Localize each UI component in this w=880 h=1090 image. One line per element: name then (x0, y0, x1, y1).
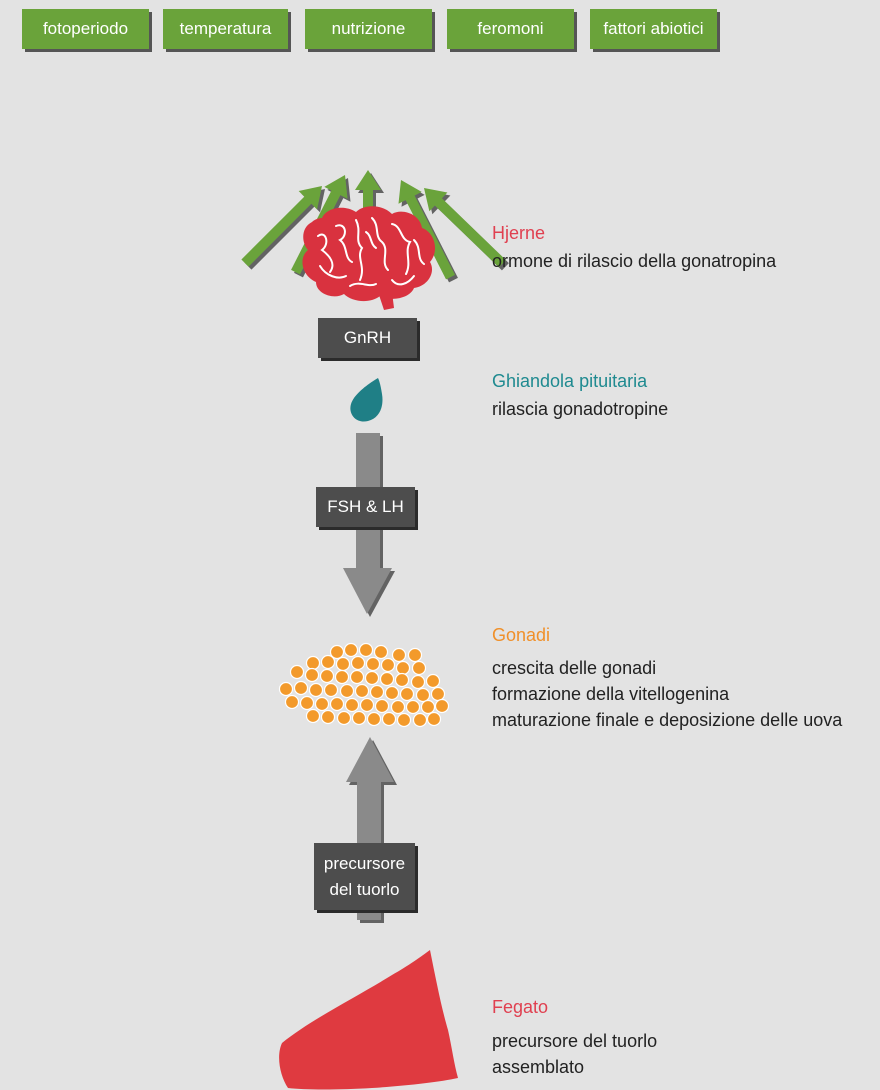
liver-heading: Fegato (492, 997, 549, 1017)
fsh-lh-label: FSH & LH (316, 487, 415, 527)
gonads-description-line-1: crescita delle gonadi (492, 658, 657, 678)
factor-box-fotoperiodo: fotoperiodo (22, 9, 149, 49)
pituitary-description-line: rilascia gonadotropine (492, 399, 669, 419)
arrow-fotoperiodo (241, 186, 322, 267)
gonads-description: crescita delle gonadi formazione della v… (492, 655, 842, 733)
yolk-precursor-label: precursore del tuorlo (314, 843, 415, 910)
gonads-description-line-2: formazione della vitellogenina (492, 684, 730, 704)
pituitary-gland-icon (350, 378, 383, 422)
factor-box-temperatura: temperatura (163, 9, 288, 49)
liver-description-line-2: assemblato (492, 1057, 585, 1077)
brain-icon (302, 206, 436, 310)
liver-description: precursore del tuorlo assemblato (492, 1028, 657, 1080)
pituitary-heading: Ghiandola pituitaria (492, 371, 648, 391)
yolk-precursor-label-line2: del tuorlo (329, 879, 400, 899)
brain-description-line: ormone di rilascio della gonatropina (492, 251, 777, 271)
liver-description-line-1: precursore del tuorlo (492, 1031, 658, 1051)
gonads-description-line-3: maturazione finale e deposizione delle u… (492, 710, 843, 730)
gnrh-label: GnRH (318, 318, 417, 358)
arrow-fattori-abiotici (424, 188, 506, 268)
brain-description: ormone di rilascio della gonatropina (492, 248, 776, 274)
pituitary-description: rilascia gonadotropine (492, 396, 668, 422)
brain-heading: Hjerne (492, 223, 546, 243)
factor-box-nutrizione: nutrizione (305, 9, 432, 49)
yolk-precursor-label-line1: precursore (323, 853, 406, 873)
gonads-egg-cluster (278, 642, 450, 728)
gonads-heading: Gonadi (492, 625, 551, 645)
liver-shape (279, 950, 458, 1090)
factor-box-fattori-abiotici: fattori abiotici (590, 9, 717, 49)
factor-box-feromoni: feromoni (447, 9, 574, 49)
